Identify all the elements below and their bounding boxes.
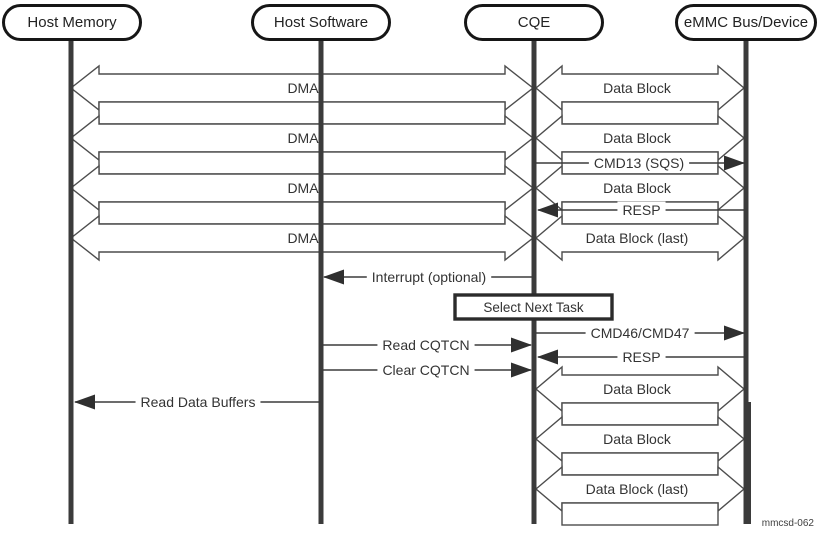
transfer-label: DMA bbox=[287, 80, 319, 96]
actor-host-software: Host Software bbox=[251, 4, 391, 41]
resp-2-label: RESP bbox=[622, 349, 660, 365]
read-cqtcn-arrowhead bbox=[511, 337, 532, 353]
actor-cqe: CQE bbox=[464, 4, 604, 41]
read-data-buffers-label: Read Data Buffers bbox=[141, 394, 256, 410]
resp-1-arrowhead bbox=[537, 202, 558, 218]
transfer-label: Data Block bbox=[603, 381, 672, 397]
label-mask bbox=[585, 324, 695, 342]
label-mask bbox=[377, 361, 475, 379]
data-stream-bar bbox=[561, 101, 719, 125]
transfer-label: Data Block (last) bbox=[586, 481, 689, 497]
figure-caption: mmcsd-062 bbox=[761, 518, 814, 529]
interrupt-optional-label: Interrupt (optional) bbox=[372, 269, 486, 285]
data-stream-bar bbox=[98, 151, 506, 175]
actor-label: Host Software bbox=[273, 14, 369, 31]
transfer-label: Data Block (last) bbox=[586, 230, 689, 246]
transfer-label: Data Block bbox=[603, 431, 672, 447]
label-mask bbox=[588, 154, 690, 172]
transfer-label: Data Block bbox=[603, 180, 672, 196]
cmd13-sqs-label: CMD13 (SQS) bbox=[594, 155, 684, 171]
transfer-label: Data Block bbox=[603, 80, 672, 96]
actor-label: Host Memory bbox=[27, 14, 117, 31]
transfer-label: DMA bbox=[287, 130, 319, 146]
data-stream-bar bbox=[98, 201, 506, 225]
resp-2-arrowhead bbox=[537, 349, 558, 365]
actor-host-memory: Host Memory bbox=[2, 4, 142, 41]
label-mask bbox=[377, 336, 475, 354]
data-stream-bar bbox=[561, 452, 719, 476]
label-mask bbox=[366, 268, 492, 286]
actor-label: eMMC Bus/Device bbox=[683, 14, 809, 31]
actor-label: CQE bbox=[517, 14, 551, 31]
clear-cqtcn-label: Clear CQTCN bbox=[382, 362, 469, 378]
label-mask bbox=[135, 393, 261, 411]
data-stream-bar bbox=[561, 502, 719, 526]
cmd13-sqs-arrowhead bbox=[724, 155, 745, 171]
data-stream-bar bbox=[561, 402, 719, 426]
select-next-task-box bbox=[453, 293, 614, 321]
select-next-task-label: Select Next Task bbox=[483, 300, 584, 315]
actor-emmc-bus-device: eMMC Bus/Device bbox=[675, 4, 817, 41]
read-cqtcn-label: Read CQTCN bbox=[382, 337, 469, 353]
data-stream-bar bbox=[98, 101, 506, 125]
label-mask bbox=[617, 201, 666, 219]
transfer-label: DMA bbox=[287, 180, 319, 196]
note-layer: Select Next Task bbox=[453, 293, 614, 321]
read-data-buffers-arrowhead bbox=[74, 394, 95, 410]
label-mask bbox=[617, 348, 666, 366]
clear-cqtcn-arrowhead bbox=[511, 362, 532, 378]
resp-1-label: RESP bbox=[622, 202, 660, 218]
interrupt-optional-arrowhead bbox=[323, 269, 344, 285]
transfer-label: Data Block bbox=[603, 130, 672, 146]
lifelines-layer bbox=[68, 40, 751, 524]
transfer-label: DMA bbox=[287, 230, 319, 246]
cmd46-cmd47-label: CMD46/CMD47 bbox=[591, 325, 690, 341]
cmd46-cmd47-arrowhead bbox=[724, 325, 745, 341]
